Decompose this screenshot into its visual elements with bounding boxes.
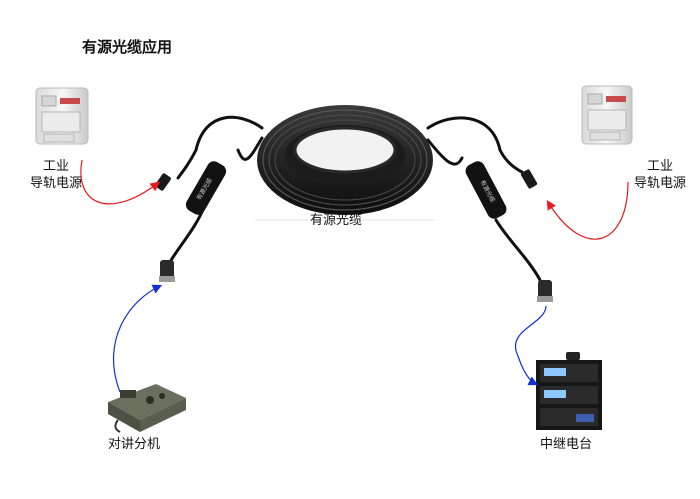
left-power-label: 工业 导轨电源 <box>28 158 84 192</box>
intercom-extension-device <box>108 384 186 433</box>
cable-label: 有源光缆 <box>310 213 363 228</box>
left-cable-harness <box>168 115 264 264</box>
left-aviation-connector <box>159 260 175 282</box>
repeater-station-device <box>536 352 602 430</box>
left-device-label: 对讲分机 <box>108 437 161 452</box>
right-breakout-module: 有源光缆 <box>465 161 507 219</box>
right-power-label: 工业 导轨电源 <box>632 158 688 192</box>
fiber-cable-coil <box>257 105 433 215</box>
left-din-rail-power-supply <box>35 87 89 145</box>
right-dc-plug <box>520 169 538 189</box>
right-device-label: 中继电台 <box>540 437 593 452</box>
right-din-rail-power-supply <box>581 85 633 145</box>
left-dc-plug <box>155 173 171 191</box>
left-power-wire <box>80 159 160 205</box>
right-signal-wire <box>515 305 547 386</box>
left-breakout-module: 有源光缆 <box>185 161 227 215</box>
diagram-title: 有源光缆应用 <box>82 38 173 56</box>
left-power-label-line1: 工业 <box>42 159 69 174</box>
right-power-label-line2: 导轨电源 <box>633 176 686 191</box>
left-power-label-line2: 导轨电源 <box>29 176 82 191</box>
right-power-label-line1: 工业 <box>646 159 673 174</box>
right-cable-harness <box>426 116 542 282</box>
right-aviation-connector <box>537 280 553 302</box>
left-signal-wire <box>112 284 163 393</box>
right-power-wire <box>546 181 629 240</box>
